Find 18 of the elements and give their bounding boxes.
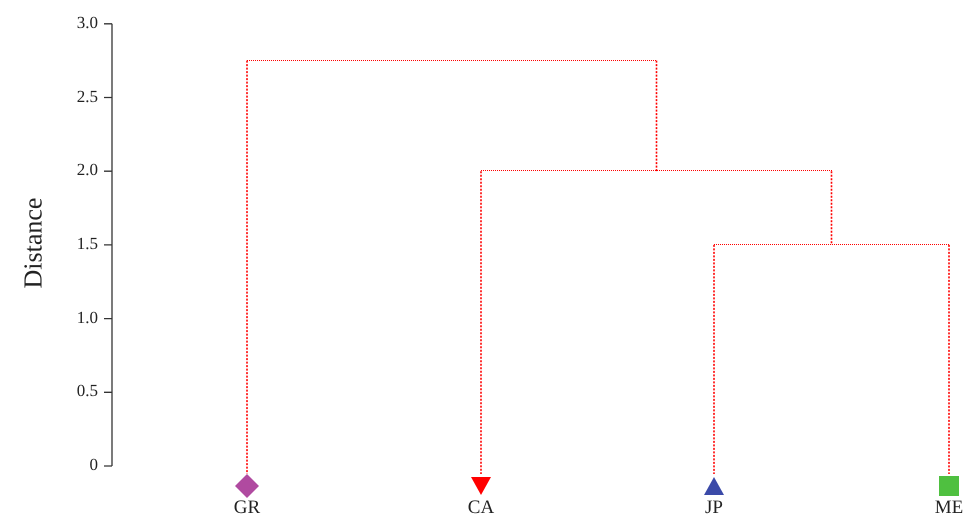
axis-tick-label: 2.5 [76, 88, 98, 106]
axis-tick-label: 3.0 [76, 14, 98, 32]
leaf-label: CA [466, 498, 496, 518]
axis-title: Distance [18, 198, 48, 288]
axis-tick-label: 1.5 [76, 234, 98, 253]
leaf-label: ME [934, 498, 964, 518]
dendrogram-branch [246, 60, 248, 474]
dendrogram-branch [948, 244, 950, 474]
dendrogram-branch [830, 171, 832, 245]
dendrogram-branch [480, 171, 482, 474]
dendrogram-branch [656, 60, 658, 172]
leaf-label: GR [232, 498, 262, 518]
axis-tick-label: 0 [88, 456, 98, 474]
leaf-label: JP [704, 498, 724, 518]
axis-tick-label: 0.5 [76, 382, 98, 400]
axis-tick-label: 2.0 [76, 161, 98, 180]
dendrogram-branch [713, 244, 715, 474]
axis-tick-label: 1.0 [76, 308, 98, 327]
